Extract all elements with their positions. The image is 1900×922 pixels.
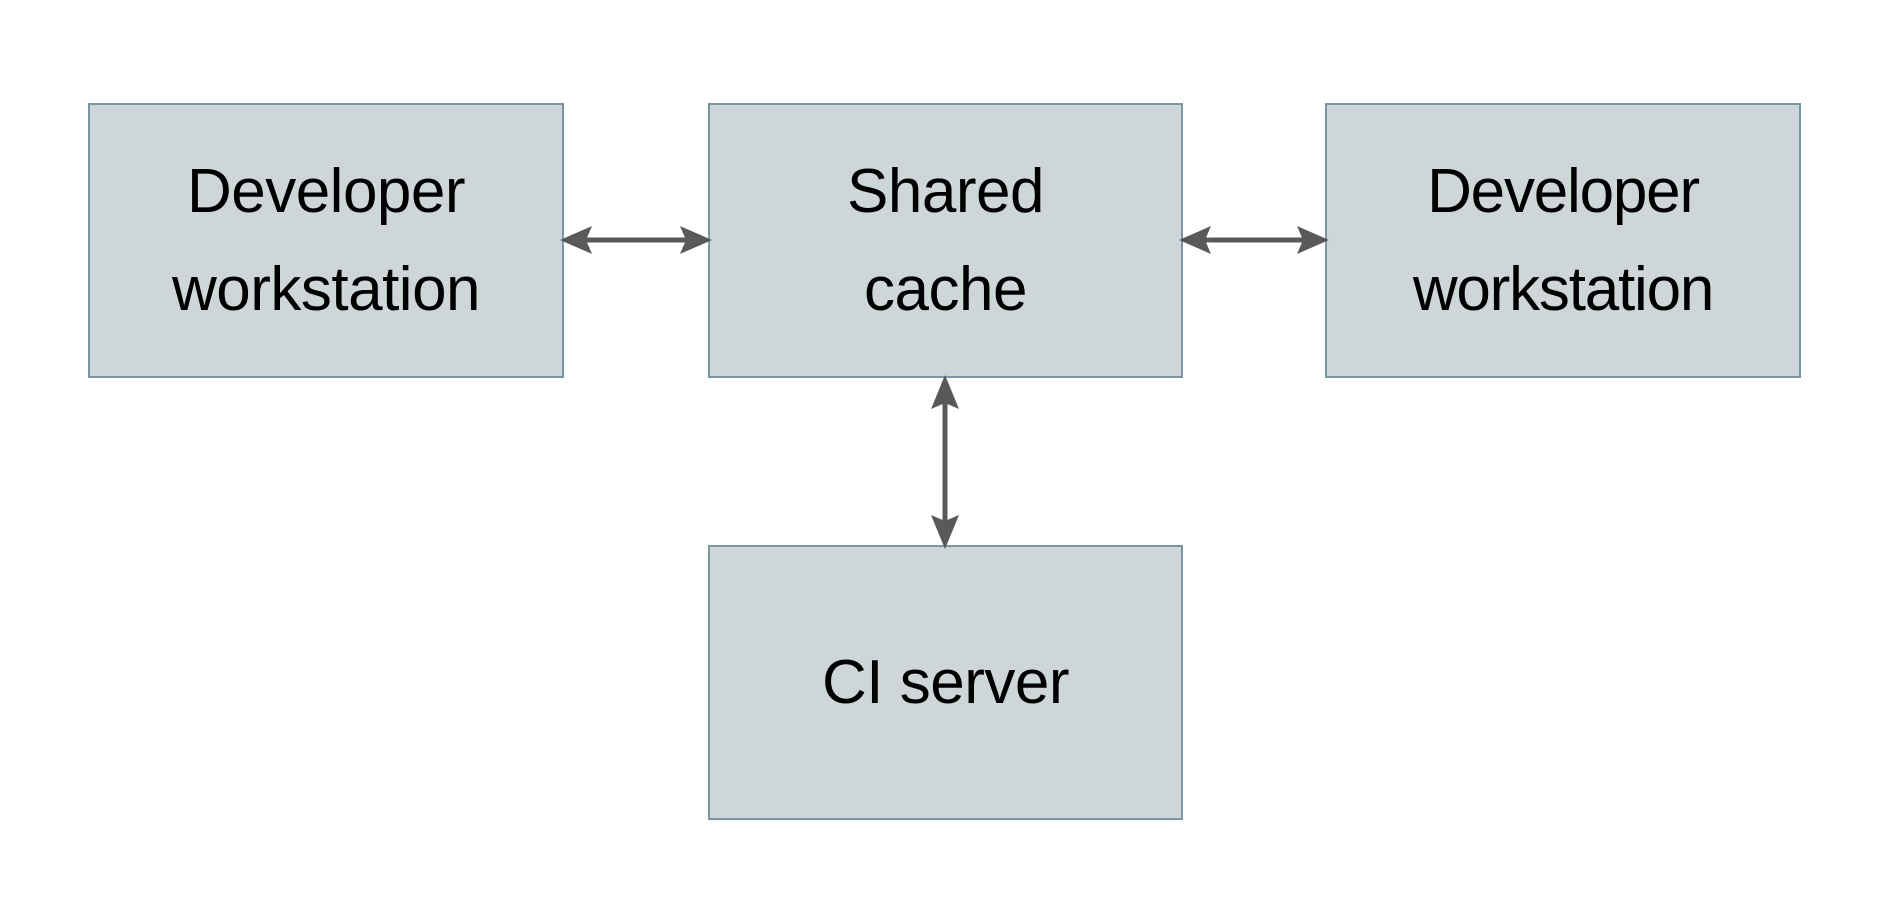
double-arrow-icon bbox=[560, 226, 712, 254]
edge-shared-cache-to-dev-right[interactable] bbox=[1179, 215, 1329, 265]
node-label: Shared cache bbox=[847, 156, 1044, 324]
edge-dev-left-to-shared-cache[interactable] bbox=[560, 215, 712, 265]
double-arrow-icon bbox=[931, 375, 959, 549]
node-label: Developer workstation bbox=[1412, 156, 1715, 324]
double-arrow-icon bbox=[1179, 226, 1329, 254]
node-label: Developer workstation bbox=[171, 156, 481, 324]
node-ci-server[interactable]: CI server bbox=[708, 545, 1183, 820]
node-label: CI server bbox=[822, 647, 1069, 717]
node-developer-workstation-right[interactable]: Developer workstation bbox=[1325, 103, 1801, 378]
node-developer-workstation-left[interactable]: Developer workstation bbox=[88, 103, 564, 378]
node-shared-cache[interactable]: Shared cache bbox=[708, 103, 1183, 378]
edge-shared-cache-to-ci-server[interactable] bbox=[920, 375, 970, 549]
